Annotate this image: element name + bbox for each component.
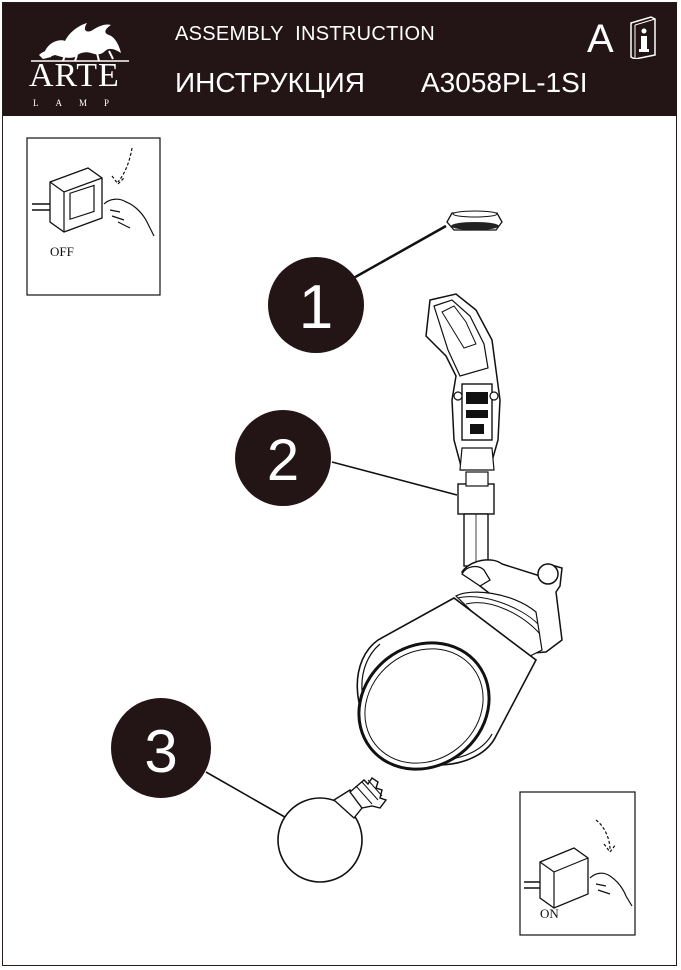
switch-on-panel: ON xyxy=(519,791,636,936)
step-2-badge: 2 xyxy=(235,410,331,506)
hand-press-icon xyxy=(103,198,155,237)
leader-line-2 xyxy=(331,461,458,496)
leader-line-1 xyxy=(349,224,447,282)
arrow-down-icon xyxy=(111,147,133,185)
wall-switch-off-icon xyxy=(32,167,103,233)
brand-name: ARTE xyxy=(29,57,120,94)
title-english: ASSEMBLY INSTRUCTION xyxy=(175,23,436,45)
ceiling-cap-part xyxy=(446,210,503,231)
step-3-number: 3 xyxy=(144,718,177,785)
wall-switch-on-icon xyxy=(524,847,589,909)
mounting-bracket-part xyxy=(425,293,501,567)
hand-press-icon xyxy=(589,872,633,907)
arrow-up-icon xyxy=(595,819,617,853)
sheet-letter: A xyxy=(587,17,614,61)
step-1-number: 1 xyxy=(299,273,333,342)
step-2-number: 2 xyxy=(267,428,299,493)
brand-subtitle: LAMP xyxy=(33,98,127,108)
lamp-shade-part xyxy=(356,559,563,771)
switch-off-panel: OFF xyxy=(26,137,161,296)
light-bulb-part xyxy=(277,777,388,883)
title-russian: ИНСТРУКЦИЯ xyxy=(175,67,365,98)
step-3-badge: 3 xyxy=(111,698,211,798)
info-book-icon xyxy=(630,16,656,59)
leader-line-3 xyxy=(205,771,291,821)
griffin-logo-icon xyxy=(31,23,129,62)
model-number: A3058PL-1SI xyxy=(421,67,588,98)
off-label: OFF xyxy=(50,244,74,259)
header-bar: ARTE LAMP ASSEMBLY INSTRUCTION ИНСТРУКЦИ… xyxy=(3,3,677,116)
step-1-badge: 1 xyxy=(268,257,364,353)
on-label: ON xyxy=(540,906,559,921)
